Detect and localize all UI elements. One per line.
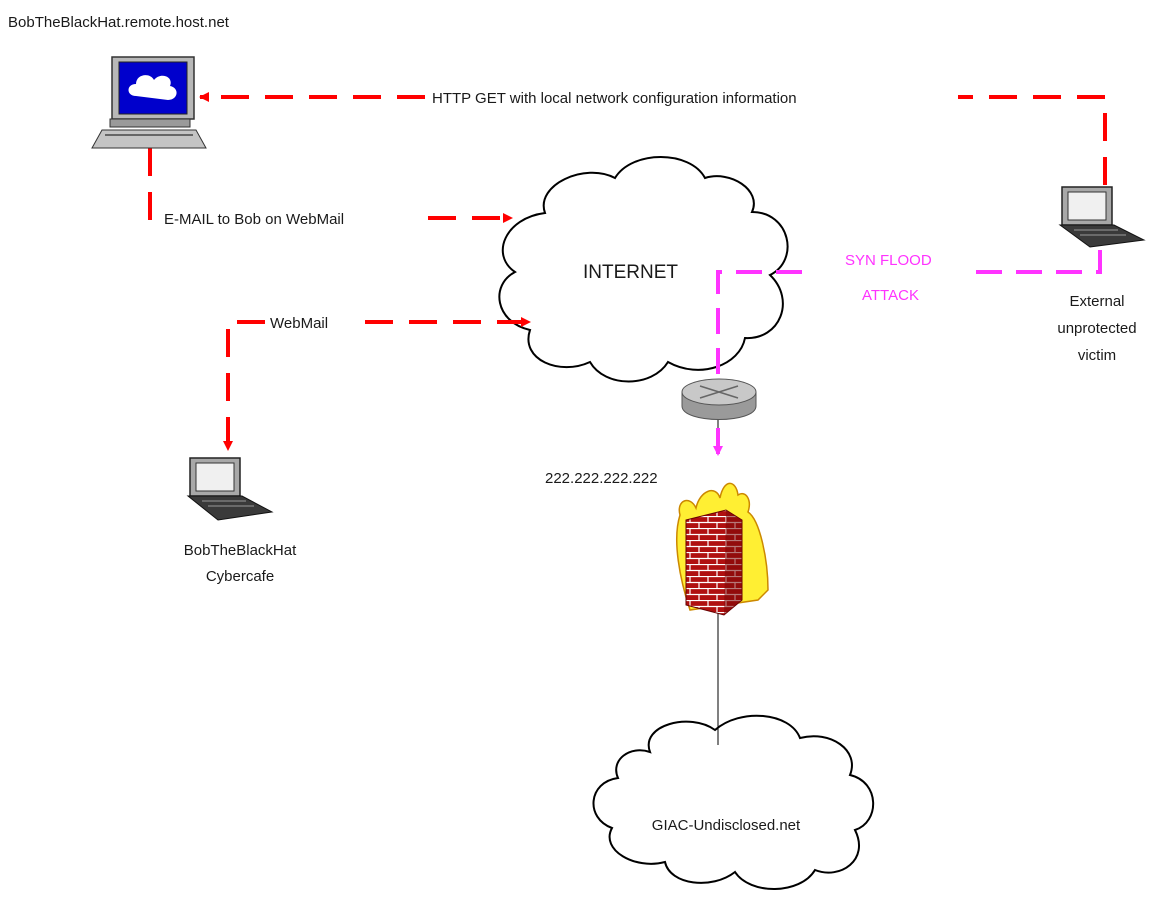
firewall-ip-label: 222.222.222.222 bbox=[545, 470, 658, 487]
internal-network-label: GIAC-Undisclosed.net bbox=[652, 817, 801, 834]
attacker-host-label: BobTheBlackHat.remote.host.net bbox=[8, 14, 230, 31]
http-get-flow-arrow bbox=[199, 92, 1107, 185]
internet-cloud-icon bbox=[498, 156, 789, 383]
internet-label: INTERNET bbox=[583, 262, 678, 283]
webmail-flow-arrow bbox=[223, 317, 531, 451]
firewall-icon bbox=[675, 482, 769, 616]
victim-label-line3: victim bbox=[1078, 347, 1116, 364]
http-get-label: HTTP GET with local network configuratio… bbox=[432, 90, 797, 107]
email-flow-arrow bbox=[148, 148, 513, 223]
cafe-label-line2: Cybercafe bbox=[206, 568, 274, 585]
attacker-desktop-computer-icon bbox=[91, 56, 207, 149]
syn-flood-label-line2: ATTACK bbox=[862, 287, 919, 304]
email-label: E-MAIL to Bob on WebMail bbox=[164, 211, 344, 228]
webmail-label: WebMail bbox=[270, 315, 328, 332]
internal-network-cloud-icon bbox=[592, 714, 875, 890]
victim-laptop-icon bbox=[1058, 186, 1146, 248]
cafe-laptop-icon bbox=[186, 457, 274, 521]
syn-flood-label-line1: SYN FLOOD bbox=[845, 252, 932, 269]
victim-label-line2: unprotected bbox=[1057, 320, 1136, 337]
cafe-label-line1: BobTheBlackHat bbox=[184, 542, 297, 559]
victim-label-line1: External bbox=[1069, 293, 1124, 310]
router-icon bbox=[681, 378, 757, 420]
